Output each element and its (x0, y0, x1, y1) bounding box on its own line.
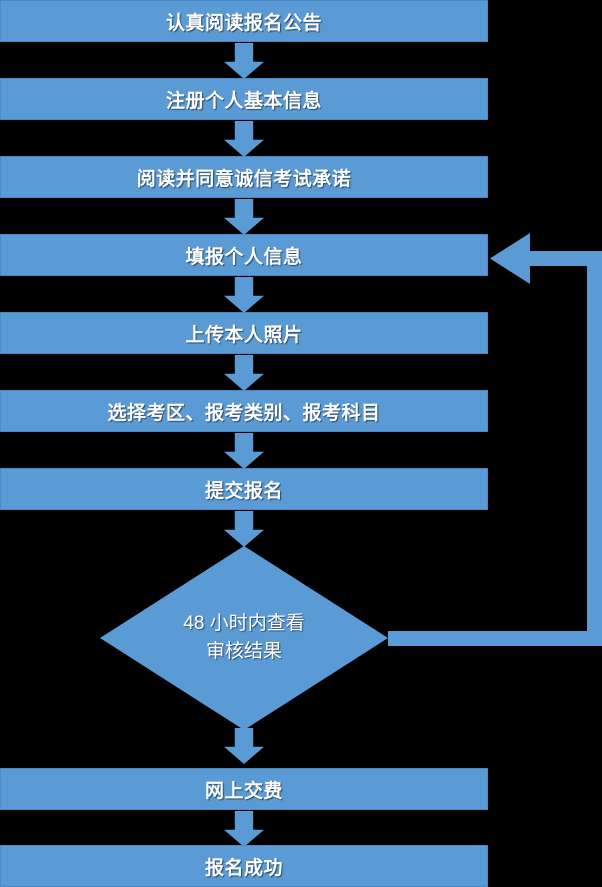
arrow-down-icon-1 (224, 43, 264, 79)
arrow-down-icon-7 (224, 511, 264, 547)
flow-node-register-basic-info[interactable]: 注册个人基本信息 (0, 78, 488, 120)
flow-node-agree-integrity-pledge[interactable]: 阅读并同意诚信考试承诺 (0, 156, 488, 198)
arrow-down-icon-8 (224, 728, 264, 764)
flow-node-registration-success[interactable]: 报名成功 (0, 845, 488, 887)
node-label: 网上交费 (204, 780, 283, 802)
feedback-loop-bottom-segment (388, 631, 602, 646)
flow-node-submit-registration[interactable]: 提交报名 (0, 468, 488, 510)
node-label: 上传本人照片 (185, 324, 303, 346)
node-label: 注册个人基本信息 (165, 90, 322, 112)
node-label: 认真阅读报名公告 (165, 12, 322, 34)
feedback-loop-arrow-left-icon (490, 233, 530, 284)
arrow-down-icon-9 (224, 811, 264, 847)
flow-node-fill-personal-info[interactable]: 填报个人信息 (0, 234, 488, 276)
arrow-down-icon-5 (224, 355, 264, 391)
node-label: 填报个人信息 (185, 246, 303, 268)
node-label: 报名成功 (204, 857, 283, 879)
arrow-down-icon-6 (224, 433, 264, 469)
flow-node-read-announcement[interactable]: 认真阅读报名公告 (0, 0, 488, 42)
flow-node-check-review-result[interactable]: 48 小时内查看 审核结果 (100, 546, 388, 730)
node-label: 提交报名 (204, 480, 283, 502)
decision-label-line2: 审核结果 (205, 641, 282, 662)
decision-label-line1: 48 小时内查看 (183, 612, 305, 634)
flow-node-online-payment[interactable]: 网上交费 (0, 768, 488, 810)
feedback-loop-top-segment (528, 251, 590, 266)
arrow-down-icon-3 (224, 199, 264, 235)
node-label: 选择考区、报考类别、报考科目 (107, 402, 381, 424)
flow-node-upload-photo[interactable]: 上传本人照片 (0, 312, 488, 354)
flow-node-select-exam-area-category-subject[interactable]: 选择考区、报考类别、报考科目 (0, 390, 488, 432)
arrow-down-icon-2 (224, 121, 264, 157)
arrow-down-icon-4 (224, 277, 264, 313)
decision-label-group: 48 小时内查看 审核结果 (100, 546, 388, 730)
feedback-loop-right-segment (587, 251, 602, 646)
node-label: 阅读并同意诚信考试承诺 (136, 168, 352, 190)
